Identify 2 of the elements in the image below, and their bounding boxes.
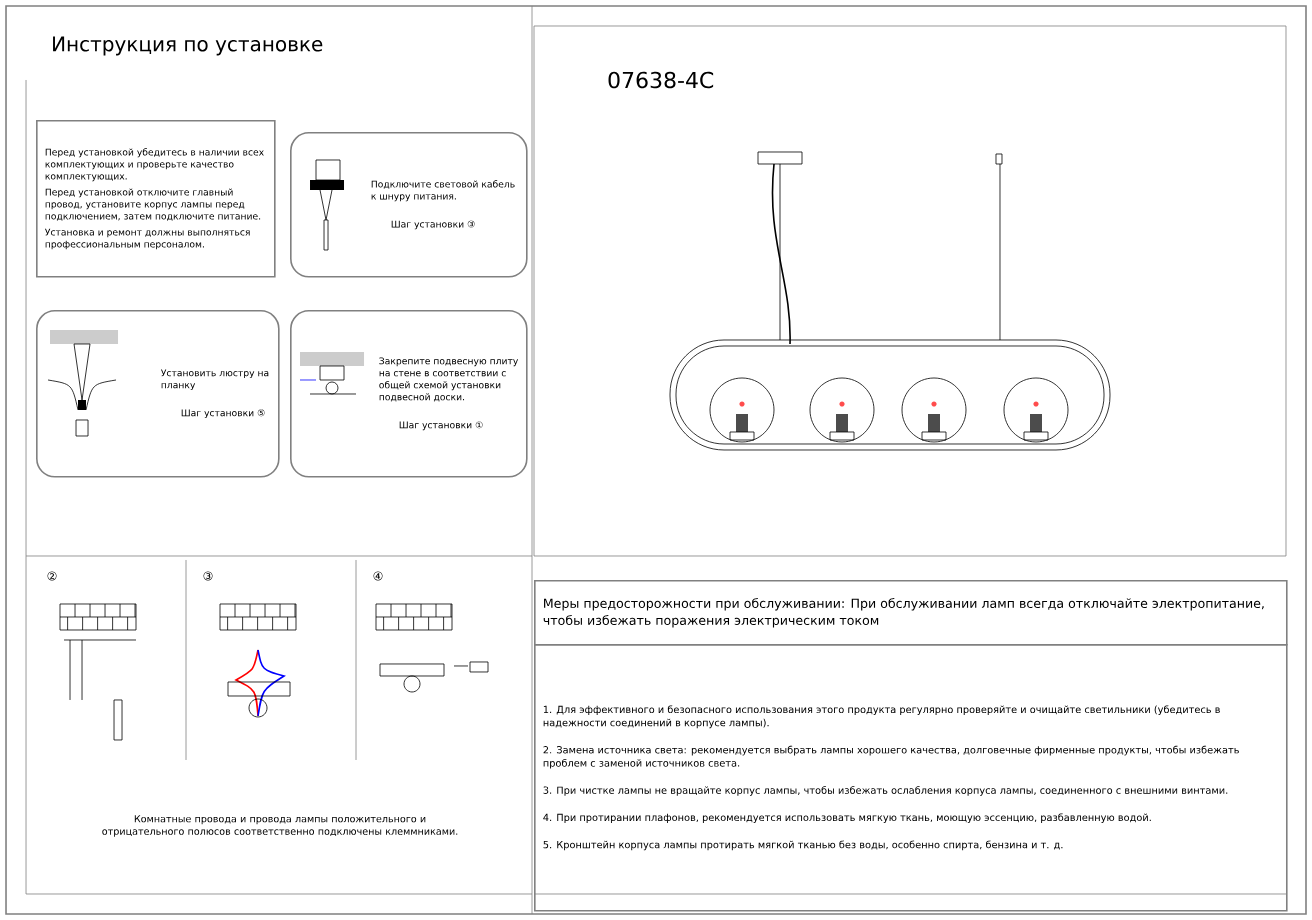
model-number: 07638-4C bbox=[608, 71, 714, 89]
title: Инструкция по установке bbox=[53, 36, 323, 56]
